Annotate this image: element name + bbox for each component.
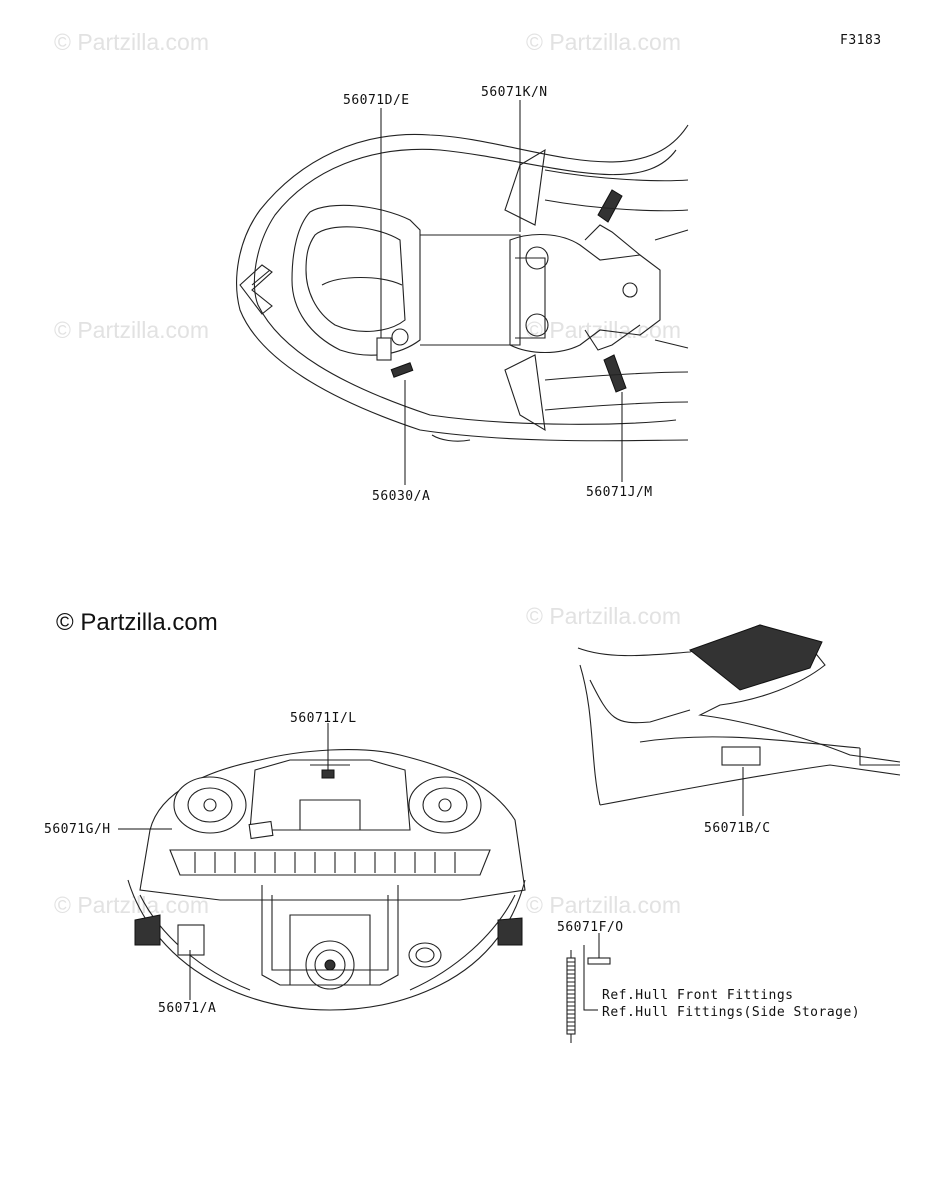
watermark-main: © Partzilla.com	[56, 609, 218, 636]
watermark: © Partzilla.com	[526, 29, 681, 55]
fitting-label-strip	[587, 957, 611, 965]
ref-hull-side-storage: Ref.Hull Fittings(Side Storage)	[602, 1005, 860, 1020]
watermark: © Partzilla.com	[54, 317, 209, 343]
callout-56071j-m: 56071J/M	[586, 485, 653, 500]
side-view-illustration	[577, 624, 901, 806]
ref-hull-front-fittings: Ref.Hull Front Fittings	[602, 988, 794, 1003]
callout-56030-a: 56030/A	[372, 489, 430, 504]
watermark: © Partzilla.com	[54, 29, 209, 55]
callout-56071i-l: 56071I/L	[290, 711, 357, 726]
callout-56071g-h: 56071G/H	[44, 822, 111, 837]
grille-slats	[194, 852, 456, 873]
callout-56071k-n: 56071K/N	[481, 85, 548, 100]
watermark: © Partzilla.com	[526, 892, 681, 918]
top-view-illustration	[236, 124, 689, 442]
callout-56071-a: 56071/A	[158, 1001, 216, 1016]
watermark: © Partzilla.com	[54, 892, 209, 918]
fitting-illustration	[566, 945, 611, 1043]
figure-id: F3183	[840, 33, 882, 48]
callout-56071b-c: 56071B/C	[704, 821, 771, 836]
rear-view-illustration	[127, 749, 526, 1011]
fitting-strip	[566, 957, 576, 1035]
callout-56071f-o: 56071F/O	[557, 920, 624, 935]
watermark: © Partzilla.com	[526, 603, 681, 629]
fitting-ribs	[567, 961, 575, 1031]
callout-56071d-e: 56071D/E	[343, 93, 410, 108]
